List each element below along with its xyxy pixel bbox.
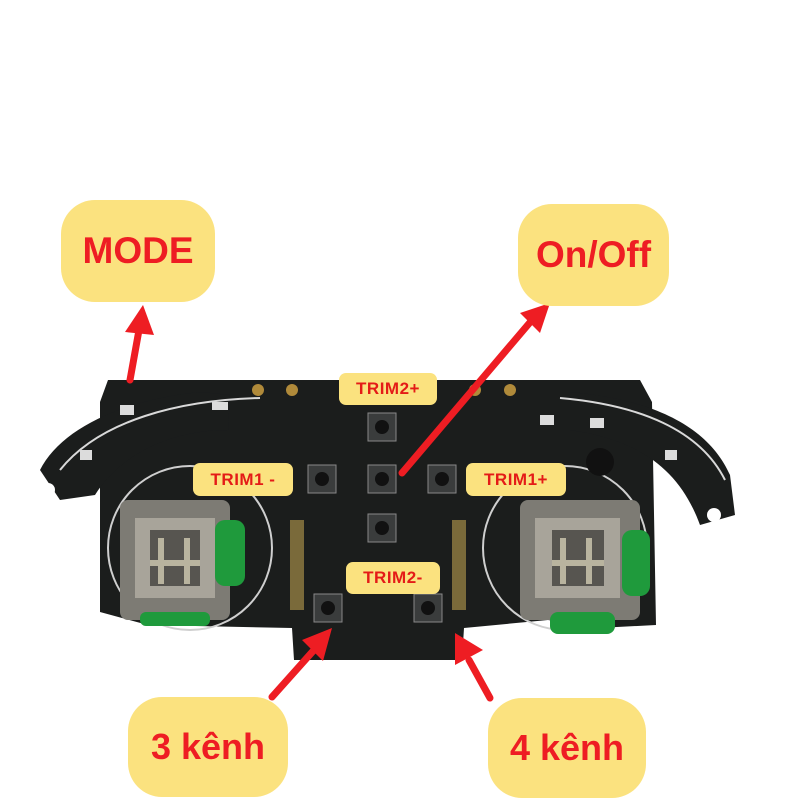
three-channel-callout: 3 kênh (128, 697, 288, 797)
on-off-callout: On/Off (518, 204, 669, 306)
trim1-minus-label: TRIM1 - (193, 463, 293, 496)
four-channel-callout: 4 kênh (488, 698, 646, 798)
trim1-plus-label: TRIM1+ (466, 463, 566, 496)
trim2-plus-label: TRIM2+ (339, 373, 437, 405)
right-joystick (520, 500, 650, 634)
mode-callout: MODE (61, 200, 215, 302)
callout-arrows (125, 303, 550, 702)
tact-switches (307, 412, 457, 623)
trim2-minus-label: TRIM2- (346, 562, 440, 594)
left-joystick (120, 500, 245, 626)
